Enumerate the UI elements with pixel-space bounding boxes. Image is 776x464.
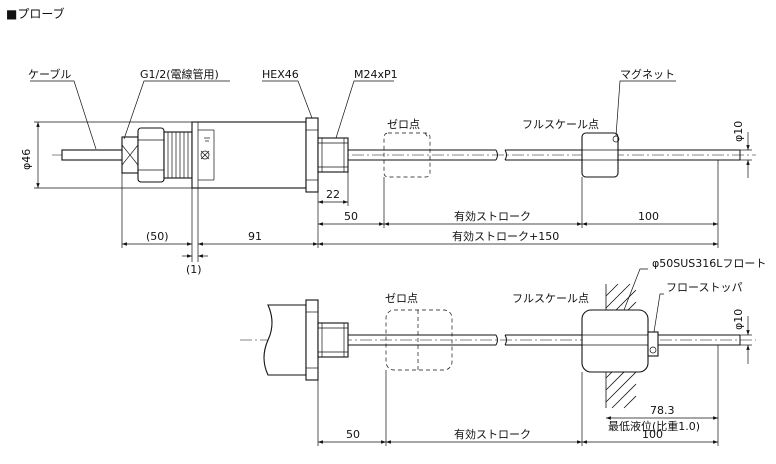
label-min-level: 最低液位(比重1.0): [608, 419, 700, 433]
page-title: ■プローブ: [6, 6, 65, 21]
cable: [61, 149, 125, 161]
bottom-hex-nut: [305, 299, 319, 381]
bottom-zero-point-float: [385, 309, 453, 371]
bottom-full-scale-float: [581, 309, 649, 373]
cable-gland: [121, 127, 193, 183]
top-view: ケーブル G1/2(電線管用) HEX46 M24xP1 ゼロ点 フルスケール点…: [20, 67, 756, 276]
bottom-label-float: φ50SUS316Lフロート: [652, 257, 766, 270]
float-stopper: [647, 331, 659, 357]
dim-body-diameter: φ46: [20, 149, 33, 170]
housing: [191, 121, 307, 189]
bottom-view: φ50SUS316Lフロート フローストッパ ゼロ点 フルスケール点 φ10 7…: [240, 257, 766, 446]
bottom-dim-rod-diameter: φ10: [732, 309, 745, 330]
bottom-label-full-scale: フルスケール点: [512, 292, 589, 305]
bottom-label-stopper: フローストッパ: [666, 281, 742, 294]
dim-stroke: 有効ストローク: [454, 209, 531, 223]
hex-nut: [305, 117, 319, 193]
label-cable: ケーブル: [28, 67, 71, 81]
dim-22: 22: [326, 188, 340, 201]
label-gland: G1/2(電線管用): [140, 67, 219, 81]
bottom-label-zero-point: ゼロ点: [385, 292, 418, 305]
label-thread: M24xP1: [354, 68, 398, 81]
label-magnet: マグネット: [620, 67, 675, 81]
housing-partial: [263, 304, 307, 376]
bottom-dim-100: 100: [642, 428, 663, 441]
bottom-dim-50: 50: [346, 428, 360, 441]
dim-1-paren: (1): [186, 263, 202, 276]
label-hex: HEX46: [262, 68, 299, 81]
dim-50: 50: [344, 210, 358, 223]
label-full-scale: フルスケール点: [522, 118, 599, 131]
bottom-thread: [317, 322, 349, 358]
zero-point-float: [383, 132, 431, 178]
dim-100: 100: [638, 210, 659, 223]
dim-78-3: 78.3: [650, 404, 675, 417]
dim-stroke-plus-150: 有効ストローク+150: [452, 229, 559, 243]
probe-rod: [348, 149, 741, 161]
thread-m24: [317, 137, 349, 173]
dim-91: 91: [248, 230, 262, 243]
label-zero-point: ゼロ点: [387, 118, 420, 131]
full-scale-float: [581, 132, 620, 178]
dim-rod-diameter: φ10: [732, 121, 745, 142]
bottom-dim-stroke: 有効ストローク: [454, 427, 531, 441]
dim-50-paren: (50): [146, 230, 169, 243]
